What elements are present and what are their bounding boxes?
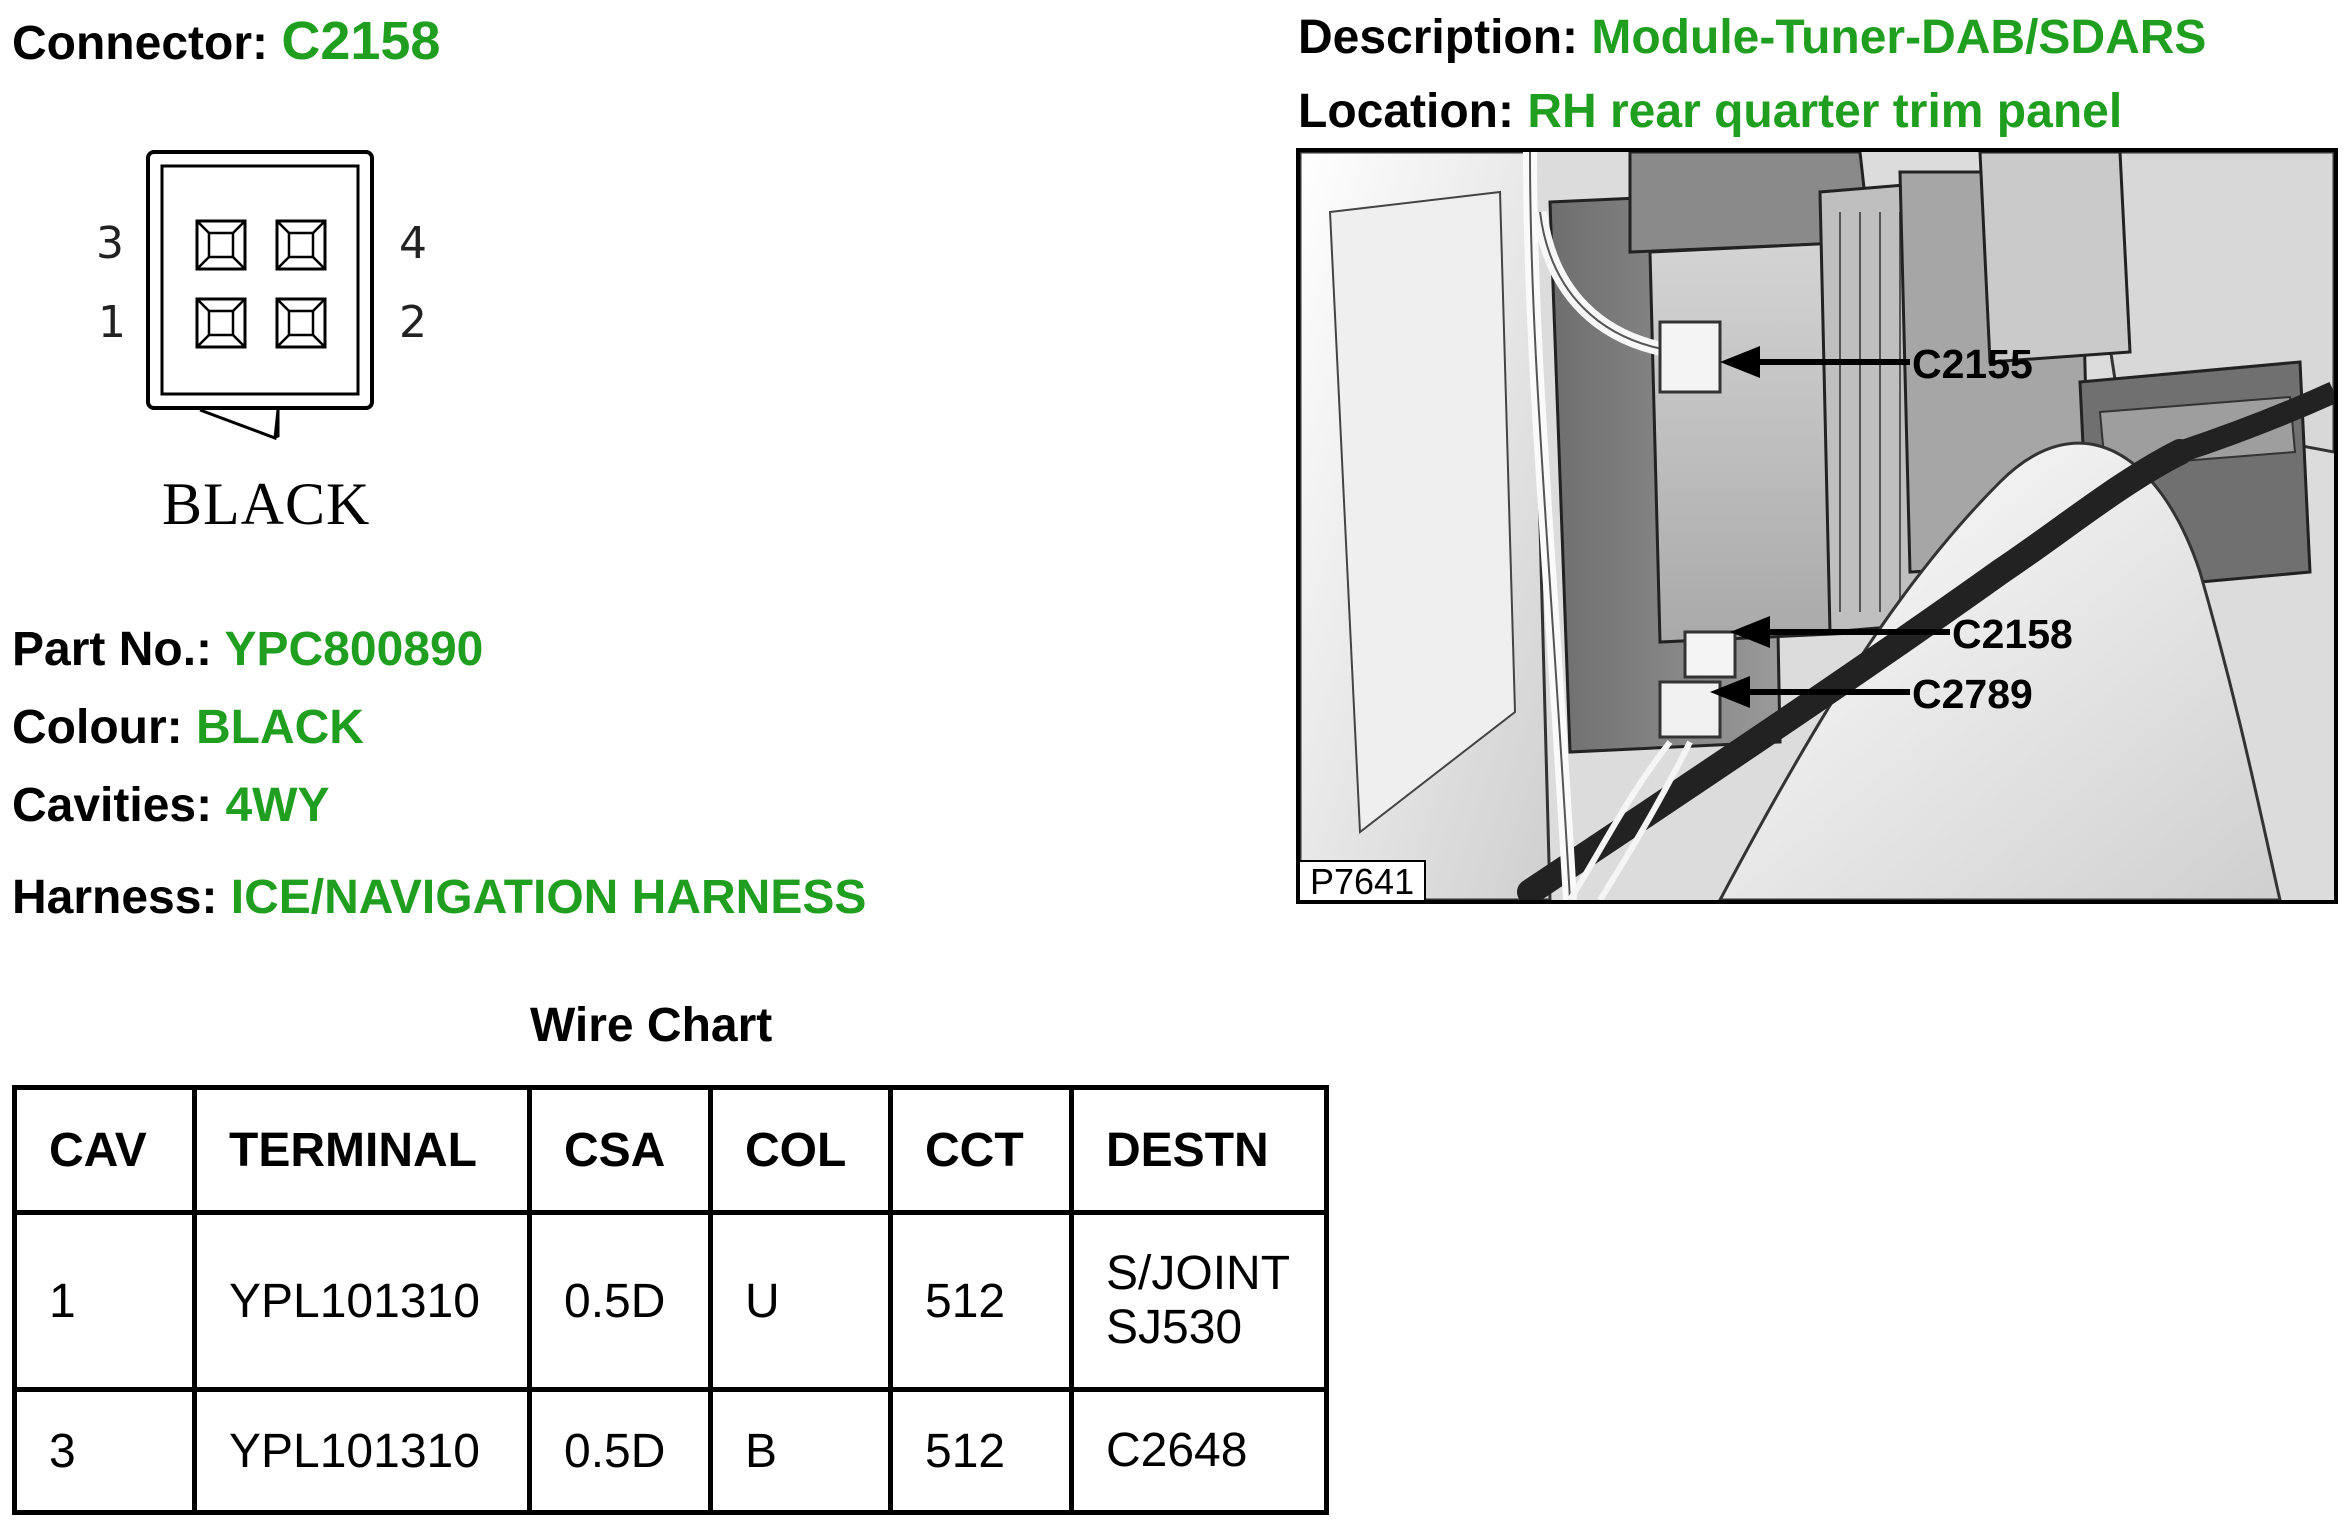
callout-c2789: C2789: [1912, 671, 2033, 717]
cavity-2: [275, 297, 327, 349]
cell-terminal: YPL101310: [192, 1210, 532, 1392]
header-terminal: TERMINAL: [192, 1085, 532, 1215]
destn-line: C2648: [1106, 1424, 1248, 1478]
description-label: Description:: [1298, 11, 1579, 64]
cell-cct: 512: [888, 1210, 1074, 1392]
harness-value: ICE/NAVIGATION HARNESS: [230, 871, 867, 924]
callout-c2155: C2155: [1912, 341, 2033, 387]
destn-line: S/JOINT: [1106, 1247, 1291, 1301]
cell-cav: 1: [12, 1210, 197, 1392]
table-row: 1 YPL101310 0.5D U 512 S/JOINT SJ530: [12, 1210, 1329, 1392]
callout-c2158: C2158: [1952, 611, 2073, 657]
cell-terminal: YPL101310: [192, 1387, 532, 1515]
harness-field: Harness: ICE/NAVIGATION HARNESS: [12, 874, 866, 922]
colour-label: Colour:: [12, 701, 183, 754]
connector-value: C2158: [281, 11, 441, 71]
header-cct: CCT: [888, 1085, 1074, 1215]
location-photo: C2155 C2158 C2789 P7641: [1296, 148, 2338, 904]
connector-label: Connector:: [12, 17, 268, 70]
header-cav: CAV: [12, 1085, 197, 1215]
pin-label-2: 2: [399, 297, 427, 348]
part-no-label: Part No.:: [12, 623, 213, 676]
description-field: Description: Module-Tuner-DAB/SDARS: [1298, 14, 2206, 62]
photo-drawing: [1300, 152, 2334, 900]
cell-cav: 3: [12, 1387, 197, 1515]
header-col: COL: [708, 1085, 893, 1215]
location-field: Location: RH rear quarter trim panel: [1298, 88, 2122, 136]
connector-face-diagram: [146, 150, 374, 441]
cell-csa: 0.5D: [527, 1210, 713, 1392]
pin-label-1: 1: [98, 297, 126, 348]
cavity-4: [275, 219, 327, 271]
header-destn: DESTN: [1069, 1085, 1329, 1215]
cavity-3: [195, 219, 247, 271]
location-value: RH rear quarter trim panel: [1527, 85, 2123, 138]
cavities-field: Cavities: 4WY: [12, 782, 329, 830]
destn-line: SJ530: [1106, 1301, 1243, 1354]
cell-cct: 512: [888, 1387, 1074, 1515]
table-row: 3 YPL101310 0.5D B 512 C2648: [12, 1387, 1329, 1515]
harness-label: Harness:: [12, 871, 218, 924]
header-csa: CSA: [527, 1085, 713, 1215]
location-label: Location:: [1298, 85, 1514, 138]
wire-chart-title: Wire Chart: [530, 999, 773, 1052]
photo-ref: P7641: [1300, 860, 1427, 900]
description-value: Module-Tuner-DAB/SDARS: [1591, 11, 2207, 64]
diagram-colour-caption: BLACK: [162, 471, 371, 537]
cavities-label: Cavities:: [12, 779, 213, 832]
connector-field: Connector: C2158: [12, 14, 440, 68]
cell-col: B: [708, 1387, 893, 1515]
cavity-1: [195, 297, 247, 349]
part-no-field: Part No.: YPC800890: [12, 626, 483, 674]
pin-label-4: 4: [399, 218, 427, 269]
table-header-row: CAV TERMINAL CSA COL CCT DESTN: [12, 1085, 1329, 1215]
cell-col: U: [708, 1210, 893, 1392]
colour-field: Colour: BLACK: [12, 704, 364, 752]
part-no-value: YPC800890: [224, 623, 484, 676]
cell-csa: 0.5D: [527, 1387, 713, 1515]
cell-destn: C2648: [1069, 1387, 1329, 1515]
cavities-value: 4WY: [225, 779, 330, 832]
pin-label-3: 3: [96, 218, 124, 269]
wire-chart-table: CAV TERMINAL CSA COL CCT DESTN 1 YPL1013…: [12, 1085, 1329, 1515]
colour-value: BLACK: [195, 701, 364, 754]
cell-destn: S/JOINT SJ530: [1069, 1210, 1329, 1392]
